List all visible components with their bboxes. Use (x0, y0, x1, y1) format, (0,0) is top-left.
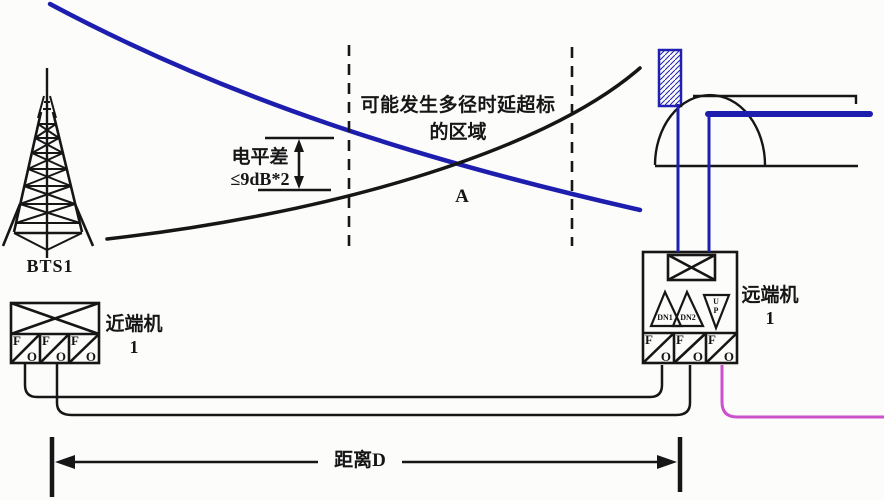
antenna-top-line (693, 94, 858, 104)
port-label-f: F (71, 333, 79, 348)
module-dn2-label: DN2 (680, 313, 696, 322)
port-label-o: O (692, 349, 703, 364)
fiber-cable-lower (55, 363, 692, 417)
bts-label: BTS1 (26, 256, 74, 276)
level-difference-annotation (258, 136, 334, 192)
region-label-line2: 的区域 (429, 122, 487, 143)
fiber-cable-magenta (720, 365, 884, 419)
remote-unit-number: 1 (765, 308, 775, 328)
port-label-f: F (676, 332, 684, 347)
near-fo-port-3: F O (69, 333, 99, 364)
module-up-label-u: U (713, 297, 719, 306)
remote-unit-name: 远端机 (741, 285, 799, 306)
port-label-f: F (708, 332, 716, 347)
fiber-cable-upper (23, 363, 664, 399)
cross-point-label: A (455, 186, 469, 207)
near-unit-name: 近端机 (105, 314, 163, 335)
port-label-o: O (85, 349, 96, 364)
signal-curve-blue (47, 1, 643, 213)
near-fo-port-2: F O (40, 333, 69, 364)
port-label-f: F (13, 333, 21, 348)
remote-fo-port-1: F O (643, 332, 674, 364)
distance-dimension (49, 437, 683, 497)
port-label-o: O (660, 349, 671, 364)
near-fo-port-1: F O (11, 333, 40, 364)
module-up-label-p: P (713, 306, 719, 315)
level-diff-label-line2: ≤9dB*2 (230, 169, 290, 189)
near-unit-box (9, 301, 101, 365)
remote-unit-box (641, 250, 739, 365)
remote-fo-port-2: F O (674, 332, 706, 364)
signal-curve-black (105, 66, 642, 241)
remote-fo-port-3: F O (706, 332, 737, 364)
port-label-f: F (42, 333, 50, 348)
bts-tower-icon (1, 68, 95, 258)
module-dn1-label: DN1 (657, 313, 673, 322)
level-diff-label-line1: 电平差 (231, 147, 289, 168)
port-label-o: O (26, 349, 37, 364)
port-label-o: O (55, 349, 66, 364)
port-label-f: F (645, 332, 653, 347)
distance-label: 距离D (334, 450, 386, 471)
region-label-line1: 可能发生多径时延超标 (360, 95, 556, 116)
antenna-element (657, 48, 683, 108)
port-label-o: O (723, 349, 734, 364)
near-unit-number: 1 (129, 337, 139, 357)
